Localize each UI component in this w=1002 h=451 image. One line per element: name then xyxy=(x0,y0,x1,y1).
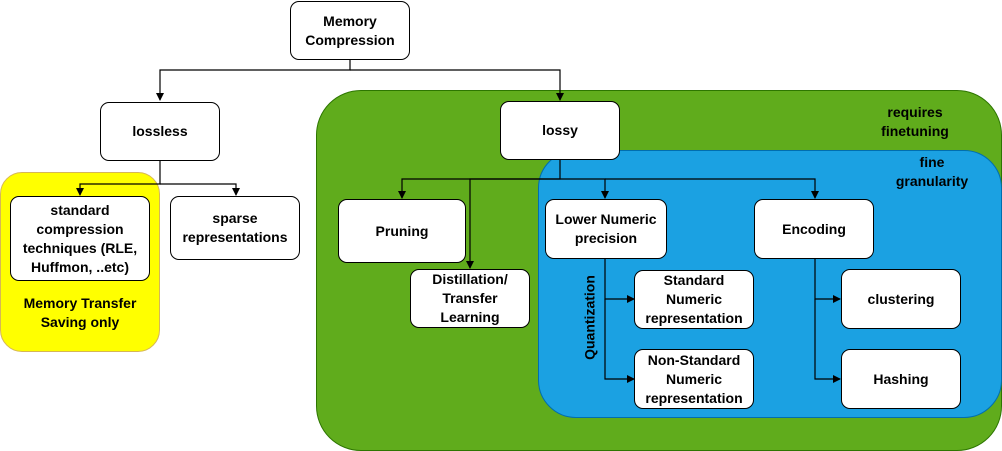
standard-compression-node: standard compression techniques (RLE, Hu… xyxy=(10,196,150,281)
edge-lossy-to-distillation xyxy=(466,178,560,269)
lower-numeric-precision-node: Lower Numeric precision xyxy=(545,199,667,259)
non-standard-numeric-node: Non-Standard Numeric representation xyxy=(634,349,754,409)
sparse-representations-node: sparse representations xyxy=(170,196,300,260)
memory-transfer-label: Memory Transfer Saving only xyxy=(23,295,137,330)
encoding-node: Encoding xyxy=(754,199,874,259)
distillation-node: Distillation/ Transfer Learning xyxy=(410,269,530,328)
edge-precision-to-standard-numeric xyxy=(604,259,635,303)
edge-lossless-to-sparse xyxy=(160,183,240,196)
requires-finetuning-label: requires finetuning xyxy=(881,104,949,139)
memory-compression-node: Memory Compression xyxy=(290,1,410,60)
clustering-node: clustering xyxy=(841,269,961,329)
edge-encoding-to-clustering xyxy=(814,259,841,303)
lossy-node: lossy xyxy=(500,101,620,160)
lossless-node: lossless xyxy=(100,102,220,161)
edge-root-to-lossless xyxy=(156,59,351,101)
standard-numeric-node: Standard Numeric representation xyxy=(634,270,754,329)
pruning-node: Pruning xyxy=(338,199,466,263)
quantization-label: Quantization xyxy=(581,275,598,360)
edge-lossy-to-encoding xyxy=(605,178,819,199)
edge-lossy-to-lower-precision xyxy=(560,178,609,199)
edge-lossless-to-standard xyxy=(76,161,161,196)
edge-precision-to-non-standard-numeric xyxy=(604,299,635,383)
hashing-node: Hashing xyxy=(841,349,961,409)
edge-root-to-lossy xyxy=(350,69,564,101)
fine-granularity-label: fine granularity xyxy=(895,154,969,189)
edge-encoding-to-hashing xyxy=(814,299,841,383)
